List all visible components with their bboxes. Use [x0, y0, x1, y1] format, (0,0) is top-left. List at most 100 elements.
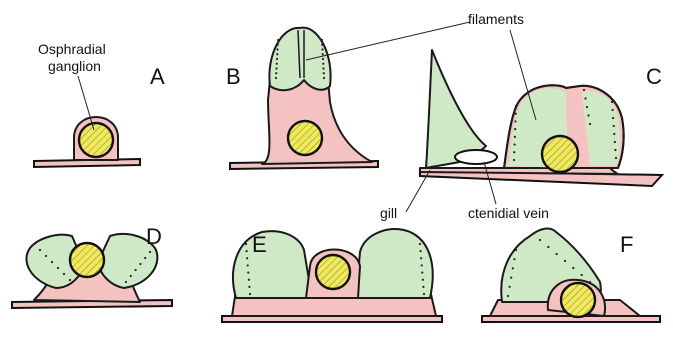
stipple-dot	[248, 279, 250, 281]
stipple-dot	[51, 261, 53, 263]
filaments-leader-b	[306, 22, 470, 60]
stipple-dot	[513, 258, 515, 260]
stipple-dot	[513, 143, 515, 145]
stipple-dot	[584, 97, 586, 99]
panel-letter-c: C	[646, 64, 662, 89]
stipple-dot	[135, 269, 137, 271]
stipple-dot	[39, 249, 41, 251]
stipple-dot	[321, 44, 323, 46]
stipple-dot	[245, 243, 247, 245]
stipple-dot	[509, 286, 511, 288]
stipple-dot	[514, 128, 516, 130]
filaments-label: filaments	[468, 11, 524, 27]
stipple-dot	[248, 286, 250, 288]
stipple-dot	[547, 246, 549, 248]
panel-letter-a: A	[150, 64, 165, 89]
stipple-dot	[510, 277, 512, 279]
stipple-dot	[589, 281, 591, 283]
stipple-dot	[513, 151, 515, 153]
stipple-dot	[249, 293, 251, 295]
ganglion-b	[288, 121, 322, 155]
stipple-dot	[611, 101, 613, 103]
stipple-dot	[321, 48, 323, 50]
osphradial-label-line1: Osphradial	[38, 41, 106, 57]
stipple-dot	[615, 157, 617, 159]
panel-d: D	[12, 224, 172, 308]
stipple-dot	[276, 53, 278, 55]
stipple-dot	[419, 250, 421, 252]
stipple-dot	[614, 149, 616, 151]
ganglion-f	[561, 283, 595, 317]
ganglion-d	[70, 243, 104, 277]
stipple-dot	[564, 260, 566, 262]
ganglion-a	[79, 123, 113, 157]
ganglion-c	[542, 136, 578, 172]
stipple-dot	[587, 114, 589, 116]
panel-letter-f: F	[620, 232, 633, 257]
stipple-dot	[322, 58, 324, 60]
stipple-dot	[613, 133, 615, 135]
stipple-dot	[589, 123, 591, 125]
panel-a: A Osphradial ganglion	[34, 41, 165, 167]
stipple-dot	[514, 136, 516, 138]
stipple-dot	[323, 72, 325, 74]
stipple-dot	[614, 141, 616, 143]
stipple-dot	[513, 159, 515, 161]
stipple-dot	[423, 293, 425, 295]
stipple-dot	[420, 257, 422, 259]
panel-e: E	[222, 229, 442, 322]
stipple-dot	[277, 39, 279, 41]
stipple-dot	[539, 239, 541, 241]
stipple-dot	[611, 109, 613, 111]
stipple-dot	[422, 286, 424, 288]
stipple-dot	[45, 255, 47, 257]
stipple-dot	[69, 279, 71, 281]
osphradial-label-line2: ganglion	[48, 58, 101, 74]
stipple-dot	[322, 63, 324, 65]
stipple-dot	[125, 281, 127, 283]
stipple-dot	[419, 243, 421, 245]
panel-c: C filaments gill ctenidial vein	[306, 11, 662, 221]
stipple-dot	[515, 105, 517, 107]
ganglion-e	[316, 255, 350, 289]
stipple-dot	[321, 39, 323, 41]
panel-letter-b: B	[226, 64, 241, 89]
panel-f: F	[482, 229, 660, 322]
ctenidial-vein-label: ctenidial vein	[468, 205, 549, 221]
stipple-dot	[276, 58, 278, 60]
stipple-dot	[514, 120, 516, 122]
stipple-dot	[512, 267, 514, 269]
stipple-dot	[276, 48, 278, 50]
stipple-dot	[63, 273, 65, 275]
stipple-dot	[322, 53, 324, 55]
stipple-dot	[247, 264, 249, 266]
panel-letter-e: E	[252, 232, 267, 257]
stipple-dot	[422, 279, 424, 281]
stipple-dot	[246, 257, 248, 259]
stipple-dot	[245, 250, 247, 252]
stipple-dot	[57, 267, 59, 269]
stipple-dot	[613, 125, 615, 127]
stipple-dot	[275, 67, 277, 69]
stipple-dot	[507, 295, 509, 297]
stipple-dot	[275, 72, 277, 74]
gill-label: gill	[380, 205, 397, 221]
stipple-dot	[421, 271, 423, 273]
stipple-dot	[581, 274, 583, 276]
stipple-dot	[130, 275, 132, 277]
stipple-dot	[275, 77, 277, 79]
ctenidial-vein	[455, 150, 497, 164]
stipple-dot	[515, 249, 517, 251]
stipple-dot	[144, 257, 146, 259]
stipple-dot	[572, 267, 574, 269]
stipple-dot	[583, 89, 585, 91]
stipple-dot	[515, 113, 517, 115]
stipple-dot	[556, 253, 558, 255]
panel-letter-d: D	[146, 224, 162, 249]
stipple-dot	[421, 264, 423, 266]
stipple-dot	[247, 271, 249, 273]
stipple-dot	[322, 67, 324, 69]
stipple-dot	[612, 117, 614, 119]
stipple-dot	[149, 251, 151, 253]
